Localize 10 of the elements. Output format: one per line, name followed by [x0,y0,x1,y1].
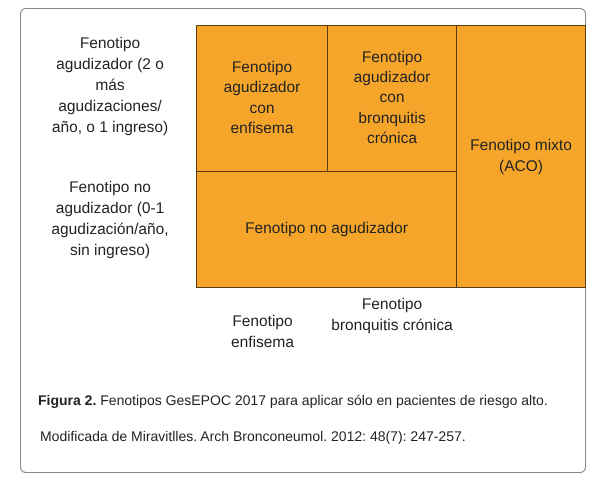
phenotype-cell: Fenotipo agudizador con bronquitis crónica [327,25,457,172]
phenotype-cell: Fenotipo mixto (ACO) [456,25,586,288]
row-label: Fenotipo agudizador (2 o más agudizaciones/ año, o 1 ingreso) [50,34,170,138]
figure-caption: Figura 2. Fenotipos GesEPOC 2017 para aplicar sólo en pacientes de riesgo alto. [38,391,549,410]
phenotype-cell: Fenotipo no agudizador [196,171,457,288]
phenotype-cell: Fenotipo agudizador con enfisema [196,25,328,172]
column-label: Fenotipo bronquitis crónica [330,295,454,336]
column-label: Fenotipo enfisema [230,312,295,353]
row-label: Fenotipo no agudizador (0-1 agudización/año, sin ingreso) [50,178,170,261]
source-note: Modificada de Miravitlles. Arch Bronconeumol. 2012: 48(7): 247-257. [40,427,467,446]
